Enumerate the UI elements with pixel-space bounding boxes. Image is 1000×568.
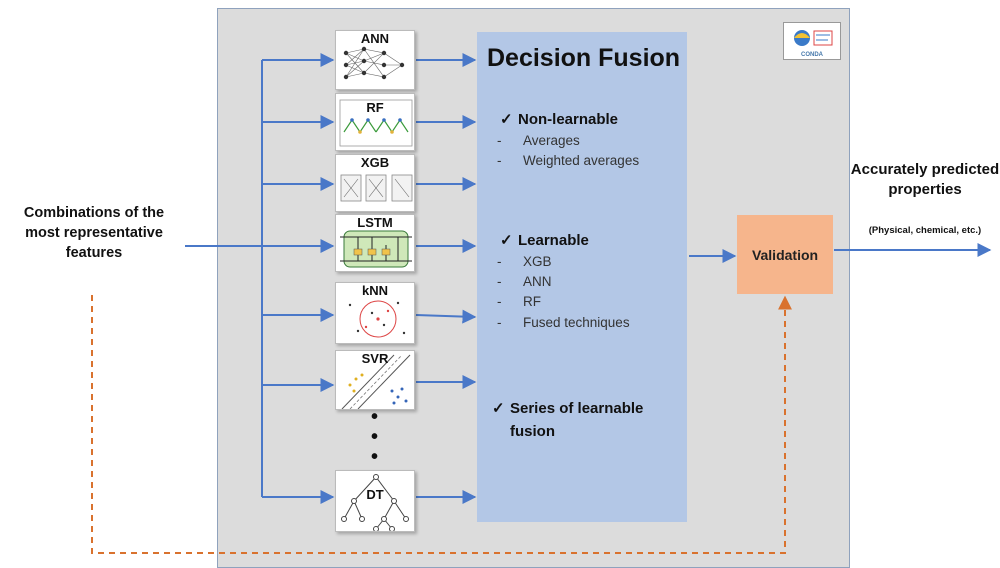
model-card-knn: kNN — [335, 282, 415, 344]
model-name-rf: RF — [366, 100, 384, 115]
neural-network-icon — [343, 46, 405, 80]
model-card-svr: SVR — [335, 350, 415, 410]
logo-graphic-icon — [794, 30, 833, 46]
list-item: -Fused techniques — [497, 315, 630, 330]
model-card-xgb: XGB — [335, 154, 415, 212]
model-name-knn: kNN — [361, 283, 388, 298]
list-item: -RF — [497, 294, 541, 309]
validation-box: Validation — [737, 215, 833, 294]
svr-margin-icon — [341, 354, 411, 409]
conda-logo: CONDA — [783, 22, 841, 60]
list-item: -ANN — [497, 274, 552, 289]
logo-text: CONDA — [801, 52, 823, 58]
learnable-heading: ✓ Learnable — [500, 230, 589, 252]
output-sub-label: (Physical, chemical, etc.) — [868, 225, 982, 236]
model-card-ann: ANN — [335, 30, 415, 90]
output-label: Accurately predicted properties — [850, 161, 1000, 198]
decision-fusion-title: Decision Fusion — [487, 44, 681, 72]
lstm-cell-icon — [340, 230, 412, 268]
decision-tree-icon — [341, 474, 409, 531]
model-card-dt: DT — [335, 470, 415, 532]
knn-scatter-icon — [348, 300, 406, 338]
ellipsis-dot: • — [371, 446, 379, 468]
checkmark-icon: ✓ — [500, 111, 513, 128]
validation-label: Validation — [751, 246, 819, 263]
model-name-xgb: XGB — [360, 155, 390, 170]
series-heading: ✓ Series of learnable — [492, 398, 643, 420]
model-card-lstm: LSTM — [335, 214, 415, 272]
series-label-line1: Series of learnable — [510, 400, 644, 417]
non-learnable-heading: ✓ Non-learnable — [500, 109, 618, 131]
list-item: -Averages — [497, 133, 580, 148]
input-features-label: Combinations of the most representative … — [23, 205, 165, 261]
ellipsis-dot: • — [371, 406, 379, 428]
model-name-lstm: LSTM — [357, 215, 393, 230]
learnable-label: Learnable — [518, 232, 589, 249]
model-card-rf: RF — [335, 93, 415, 151]
non-learnable-label: Non-learnable — [518, 111, 619, 128]
ellipsis-dot: • — [371, 426, 379, 448]
checkmark-icon: ✓ — [492, 400, 505, 417]
model-name-svr: SVR — [361, 351, 389, 366]
random-forest-icon — [339, 99, 413, 147]
knn-to-fusion — [415, 309, 477, 324]
model-name-ann: ANN — [360, 31, 390, 46]
feedback-dashed-line — [91, 295, 792, 554]
model-name-dt: DT — [366, 487, 384, 502]
series-label-line2: fusion — [510, 423, 555, 440]
decision-fusion-box — [477, 32, 687, 522]
gradient-boosting-icon — [340, 174, 413, 202]
list-item: -Weighted averages — [497, 153, 640, 168]
list-item: -XGB — [497, 254, 552, 269]
checkmark-icon: ✓ — [500, 232, 513, 249]
